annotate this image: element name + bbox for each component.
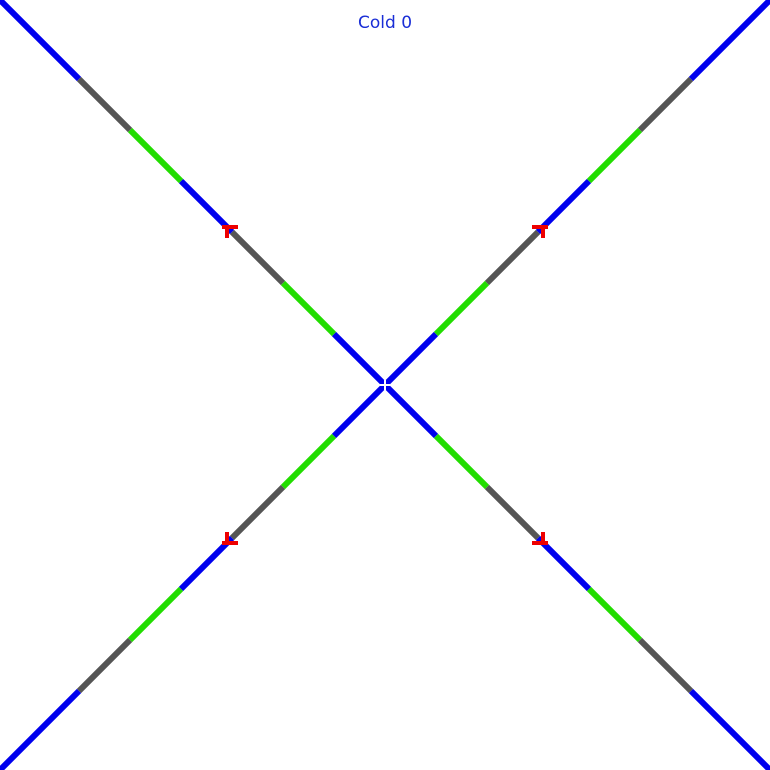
track-segment: [688, 0, 770, 82]
track-segment: [586, 586, 643, 643]
track-arm-up-right: [382, 0, 770, 388]
track-segment: [0, 0, 82, 82]
marker-up-right: [532, 225, 548, 238]
marker-down-right: [532, 532, 548, 545]
track-segment: [0, 688, 82, 770]
track-segment: [637, 76, 694, 133]
track-segment: [535, 535, 592, 592]
track-segment: [331, 382, 388, 439]
marker-down-left: [222, 532, 238, 545]
status-score: 0: [401, 13, 413, 33]
crosshair-icon: [380, 380, 390, 390]
target-markers: [222, 225, 548, 545]
track-arm-up-left: [0, 0, 388, 388]
track-segment: [178, 535, 235, 592]
track-segment: [76, 76, 133, 133]
track-segment: [433, 280, 490, 337]
track-segment: [229, 229, 286, 286]
center-crosshair: [380, 380, 390, 390]
track-segment: [229, 484, 286, 541]
marker-up-left: [222, 225, 238, 238]
track-segment: [127, 586, 184, 643]
track-segment: [637, 637, 694, 694]
track-segment: [127, 127, 184, 184]
track-segment: [484, 484, 541, 541]
track-arm-down-left: [0, 382, 388, 770]
status-text: Cold 0: [0, 13, 770, 33]
track-segment: [382, 331, 439, 388]
status-label: Cold: [357, 13, 396, 33]
track-segment: [331, 331, 388, 388]
track-segment: [178, 178, 235, 235]
track-arm-down-right: [382, 382, 770, 770]
track-segment: [382, 382, 439, 439]
track-segment: [280, 280, 337, 337]
track-segment: [586, 127, 643, 184]
track-segment: [688, 688, 770, 770]
track-segment: [433, 433, 490, 490]
track-segment: [535, 178, 592, 235]
track-segment: [280, 433, 337, 490]
track-segment: [484, 229, 541, 286]
track-segment: [76, 637, 133, 694]
